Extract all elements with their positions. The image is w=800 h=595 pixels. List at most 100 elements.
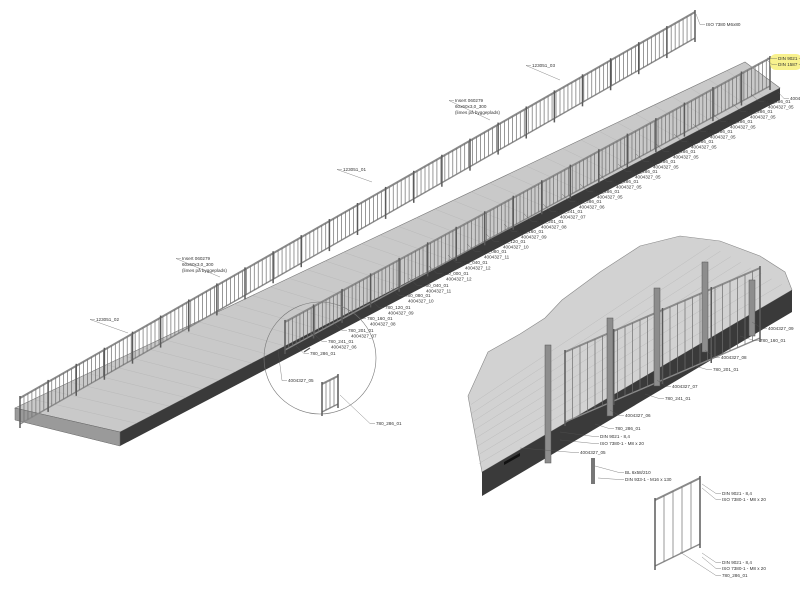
leader-line bbox=[519, 447, 579, 453]
detail-plank-line bbox=[473, 256, 731, 422]
callout-bracket-number: 4004327_05 bbox=[635, 175, 661, 180]
leader-line bbox=[673, 133, 687, 142]
leader-line bbox=[336, 169, 373, 183]
callout-detail: 4004327_08 bbox=[721, 355, 747, 360]
leader-line bbox=[579, 183, 593, 192]
label-highlight-1: DIN 9021 - 8,4 bbox=[778, 56, 800, 61]
leader-line bbox=[542, 203, 556, 212]
callout-part-number: 780_286_01 bbox=[613, 179, 639, 184]
leader-line bbox=[732, 103, 746, 112]
leader-line bbox=[598, 173, 612, 182]
label-insert-a: 60x60x3,0_300 bbox=[455, 104, 487, 109]
deck-plank-line bbox=[562, 148, 616, 175]
deck-plank-line bbox=[142, 347, 236, 372]
leader-line bbox=[655, 143, 669, 152]
callout-detail: DIN 9021 - 8,4 bbox=[600, 434, 630, 439]
callout-panel: ISO 7380-1 - M8 x 20 bbox=[722, 497, 766, 502]
callout-circle-panel: 780_286_01 bbox=[376, 421, 402, 426]
detail-post bbox=[544, 344, 552, 464]
callout-detail: ISO 7380-1 - M8 x 20 bbox=[600, 441, 644, 446]
leader-line bbox=[448, 100, 491, 121]
deck-plank-line bbox=[398, 226, 467, 252]
main-ramp bbox=[14, 10, 781, 447]
detail-circle bbox=[263, 301, 377, 415]
callout-bracket-number: 4004327_08 bbox=[541, 225, 567, 230]
label-top-bolt: ISO 7380 M6x80 bbox=[706, 22, 741, 27]
deck-plank-line bbox=[160, 338, 253, 364]
label-cut: 4004 bbox=[790, 96, 800, 101]
detail-post bbox=[606, 317, 614, 417]
leader-line bbox=[635, 153, 649, 162]
leader-line bbox=[751, 321, 767, 329]
leader-line bbox=[561, 193, 575, 202]
deck-plank-line bbox=[325, 260, 401, 286]
callout-detail: 4004327_09 bbox=[768, 326, 794, 331]
deck-plank-line bbox=[507, 174, 566, 200]
detail-plank-line bbox=[476, 273, 762, 447]
callout-bracket-number: 4004327_08 bbox=[370, 322, 396, 327]
deck-plank-line bbox=[215, 312, 302, 338]
callout-bracket-number: 4004327_05 bbox=[597, 195, 623, 200]
leader-line bbox=[594, 465, 624, 473]
callout-bracket-number: 4004327_06 bbox=[579, 205, 605, 210]
deck-plank-line bbox=[124, 355, 220, 381]
leader-line bbox=[277, 349, 287, 381]
leader-line bbox=[485, 233, 499, 242]
detail-post bbox=[653, 287, 661, 387]
label-highlight-2: DIN 1587 - M8 bbox=[778, 62, 800, 67]
callout-part-number: 780_000_01 bbox=[443, 271, 469, 276]
callout-part-number: 780_160_01 bbox=[367, 316, 393, 321]
label-rail-03: 123051_03 bbox=[532, 63, 555, 68]
deck-plank-line bbox=[379, 234, 451, 261]
label-insert-b: (limes på byggeplads) bbox=[182, 267, 227, 273]
deck-plank-line bbox=[51, 390, 154, 415]
leader-line bbox=[712, 113, 726, 122]
callout-bracket-number: 4004327_11 bbox=[484, 255, 510, 260]
callout-part-number: 780_286_01 bbox=[594, 189, 620, 194]
leader-line bbox=[559, 431, 599, 437]
deck-plank-line bbox=[361, 243, 434, 269]
callout-detail: DIN 933-1 - M16 x 130 bbox=[625, 477, 672, 482]
label-rail-01: 123051_01 bbox=[343, 167, 366, 172]
callout-detail: 4004327_07 bbox=[672, 384, 698, 389]
callout-bracket-number: 4004327_05 bbox=[653, 165, 679, 170]
deck-plank-line bbox=[33, 399, 137, 424]
callout-part-number: 780_040_01 bbox=[423, 283, 449, 288]
leader-line bbox=[679, 551, 721, 576]
leader-line bbox=[739, 335, 759, 341]
callout-part-number: 780_201_01 bbox=[348, 328, 374, 333]
leader-line bbox=[701, 552, 721, 563]
deck-plank-line bbox=[544, 156, 599, 183]
deck-plank-line bbox=[252, 295, 335, 321]
callout-bracket-number: 4004327_12 bbox=[446, 277, 472, 282]
leader-line bbox=[692, 123, 706, 132]
deck-plank-line bbox=[416, 217, 484, 243]
deck-plank-line bbox=[525, 165, 583, 192]
leader-line bbox=[370, 299, 384, 308]
deck-plank-line bbox=[343, 252, 418, 278]
leader-line bbox=[701, 483, 721, 494]
label-insert-b: Insert 060279 bbox=[182, 256, 211, 261]
front-railing bbox=[284, 56, 771, 354]
callout-part-number: 780_160_01 bbox=[518, 229, 544, 234]
callout-part-number: 780_286_01 bbox=[747, 109, 773, 114]
arrow-mark bbox=[504, 453, 520, 465]
callout-part-number: 780_286_01 bbox=[632, 169, 658, 174]
leader-line bbox=[333, 322, 347, 331]
callout-part-number: 780_286_01 bbox=[727, 119, 753, 124]
leader-line bbox=[523, 213, 537, 222]
leader-line bbox=[408, 277, 422, 286]
detail-deck bbox=[467, 235, 793, 473]
callout-part-number: 780_120_01 bbox=[385, 305, 411, 310]
callout-bracket-number: 4004327_05 bbox=[710, 135, 736, 140]
loose-railing-panel bbox=[654, 476, 701, 570]
callout-part-number: 780_286_01 bbox=[707, 129, 733, 134]
callout-part-number: 780_286_01 bbox=[650, 159, 676, 164]
leader-line bbox=[466, 243, 480, 252]
detail-plank-line bbox=[472, 250, 721, 414]
callout-bracket-number: 4004327_10 bbox=[503, 245, 529, 250]
callout-bracket-number: 4004327_09 bbox=[388, 311, 414, 316]
detail-plank-line bbox=[478, 284, 782, 464]
